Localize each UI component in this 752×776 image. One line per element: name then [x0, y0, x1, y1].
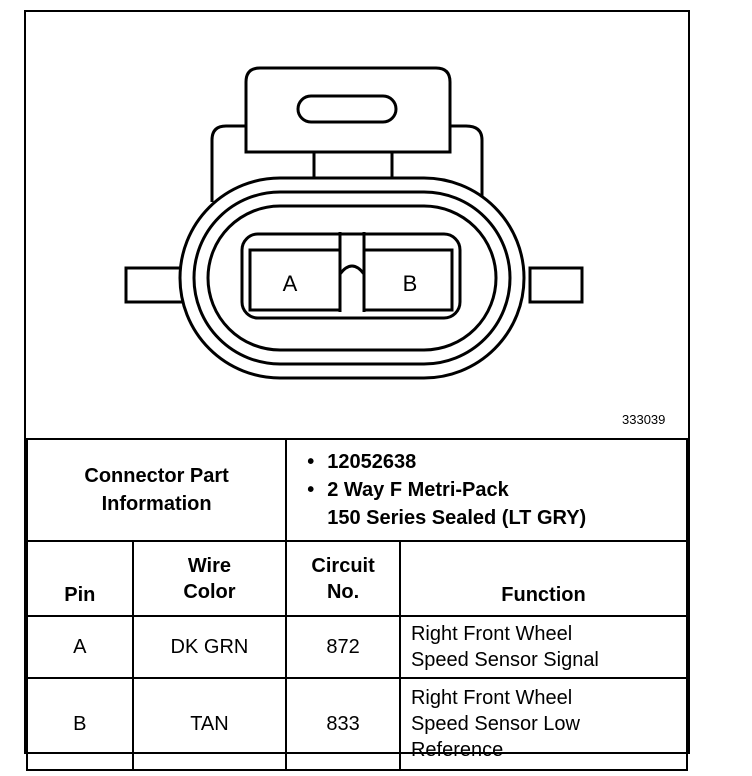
figure-id: 333039 [622, 412, 666, 427]
bullet-item-part-number: •12052638 [307, 451, 417, 473]
pin-a-label: A [283, 271, 298, 296]
row-b-wire-color: TAN [131, 677, 288, 771]
pin-b-label: B [403, 271, 418, 296]
part-info-label: Connector Part Information [25, 438, 288, 542]
bullet-item-description: •2 Way F Metri-Pack [307, 479, 509, 501]
connector-info-table: Connector Part Information •12052638 •2 … [25, 438, 689, 771]
part-info-label-line2: Information [101, 493, 212, 515]
center-key [338, 232, 366, 279]
connector-ring-1 [192, 190, 512, 366]
connector-ring-2 [206, 204, 498, 352]
header-pin: Pin [26, 540, 134, 617]
bullet-item-description-cont: 150 Series Sealed (LT GRY) [327, 504, 676, 532]
connector-drawing: A B [124, 66, 584, 380]
connector-outer-shell [178, 176, 526, 380]
connector-series: 150 Series Sealed (LT GRY) [327, 507, 587, 529]
row-a-circuit: 872 [285, 615, 401, 679]
part-number: 12052638 [327, 451, 417, 473]
lock-tab [244, 66, 452, 154]
lock-slot [296, 94, 398, 124]
pin-cavity [240, 232, 462, 320]
row-a-wire-color: DK GRN [131, 615, 288, 679]
header-function: Function [398, 540, 689, 617]
part-info-label-line1: Connector Part [84, 465, 229, 487]
left-tab [124, 266, 188, 304]
part-info-bullets: •12052638 •2 Way F Metri-Pack 150 Series… [285, 438, 688, 542]
part-info-row: Connector Part Information •12052638 •2 … [25, 438, 688, 542]
row-b-pin: B [26, 677, 134, 771]
right-tab [528, 266, 584, 304]
connector-type: 2 Way F Metri-Pack [327, 479, 509, 501]
row-b-circuit: 833 [285, 677, 401, 771]
row-a-pin: A [26, 615, 134, 679]
diagram-frame: A B 333039 Connector Part Information •1… [24, 10, 690, 771]
